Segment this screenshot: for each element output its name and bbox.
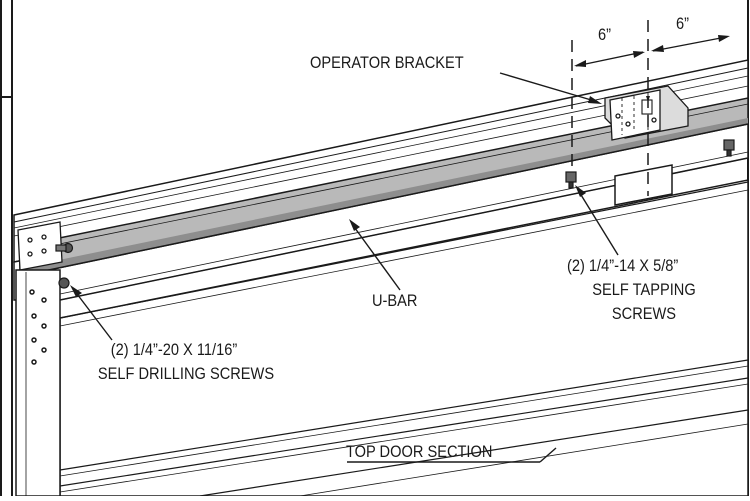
self-tapping-screws	[565, 139, 735, 189]
u-bar-label: U-BAR	[372, 292, 417, 310]
door-window-opening	[614, 164, 673, 206]
leader-lines	[73, 72, 619, 463]
drilling-screws-label-line1: (2) 1/4”-20 X 11/16”	[111, 341, 237, 359]
tapping-screws-label-line3: SCREWS	[612, 305, 676, 323]
dimension-lines	[571, 20, 727, 196]
end-bracket	[17, 221, 63, 271]
dimension-arrowheads	[574, 35, 730, 67]
drilling-screws-label-line2: SELF DRILLING SCREWS	[98, 365, 274, 383]
operator-bracket-label: OPERATOR BRACKET	[310, 54, 464, 72]
leader-arrowheads	[70, 96, 602, 297]
tapping-screws-label-line1: (2) 1/4”-14 X 5/8”	[567, 257, 678, 275]
self-drilling-screws	[55, 242, 74, 289]
door-stile	[15, 269, 61, 497]
tapping-screws-label-line2: SELF TAPPING	[592, 281, 695, 299]
dimension-label-left: 6”	[598, 26, 611, 44]
dimension-label-right: 6”	[676, 15, 689, 33]
u-bar	[19, 97, 749, 277]
top-door-section-label: TOP DOOR SECTION	[346, 443, 492, 461]
top-door-section-panel	[59, 179, 749, 497]
